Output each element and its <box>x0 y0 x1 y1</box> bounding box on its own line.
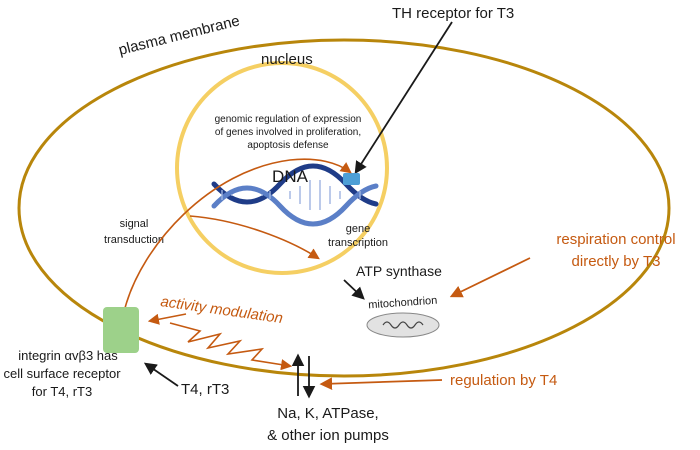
signal-transduction-line2: transduction <box>104 234 164 246</box>
mitochondrion-icon <box>366 312 440 338</box>
signal-transduction-line1: signal <box>120 218 149 230</box>
integrin-label-line2: cell surface receptor <box>3 366 121 381</box>
ion-pumps-line1: Na, K, ATPase, <box>277 405 378 422</box>
signal-to-atp-synthase-arrow <box>189 215 320 260</box>
regulation-by-t4-arrow <box>319 377 443 390</box>
respiration-control-line1: respiration control <box>556 231 675 248</box>
genomic-regulation-line1: genomic regulation of expression <box>215 114 362 125</box>
nucleus-label: nucleus <box>261 51 313 68</box>
activity-modulation-label: activity modulation <box>159 293 284 327</box>
gene-transcription-line2: transcription <box>328 237 388 249</box>
dna-label: DNA <box>272 167 309 186</box>
plasma-membrane <box>17 38 671 378</box>
nucleus-envelope <box>175 61 389 275</box>
activity-modulation-zigzag-arrow <box>169 322 293 371</box>
respiration-control-arrow <box>449 257 531 298</box>
integrin-label-line1: integrin αvβ3 has <box>18 348 118 363</box>
atp-synthase-label: ATP synthase <box>356 263 442 279</box>
atp-synthase-arrow <box>343 279 365 300</box>
respiration-control-line2: directly by T3 <box>572 253 661 270</box>
dna-helix-icon <box>211 163 379 227</box>
t4-rt3-label: T4, rT3 <box>181 381 229 398</box>
ion-pumps-line2: & other ion pumps <box>267 427 389 444</box>
integrin-receptor-box <box>103 307 139 353</box>
th-receptor-label: TH receptor for T3 <box>392 5 514 22</box>
th-receptor-box <box>343 173 360 185</box>
mitochondrion-cristae <box>382 321 424 329</box>
genomic-regulation-line2: of genes involved in proliferation, <box>215 127 361 138</box>
th-receptor-arrow <box>354 21 453 175</box>
gene-transcription-line1: gene <box>346 223 370 235</box>
genomic-regulation-line3: apoptosis defense <box>247 140 329 151</box>
t4-rt3-arrow <box>143 362 179 387</box>
signal-to-nucleus-arrow <box>124 158 352 309</box>
activity-modulation-left-arrow <box>147 313 187 325</box>
mitochondrion-label: mitochondrion <box>368 295 438 312</box>
regulation-by-t4-label: regulation by T4 <box>450 372 557 389</box>
integrin-label-line3: for T4, rT3 <box>32 384 92 399</box>
